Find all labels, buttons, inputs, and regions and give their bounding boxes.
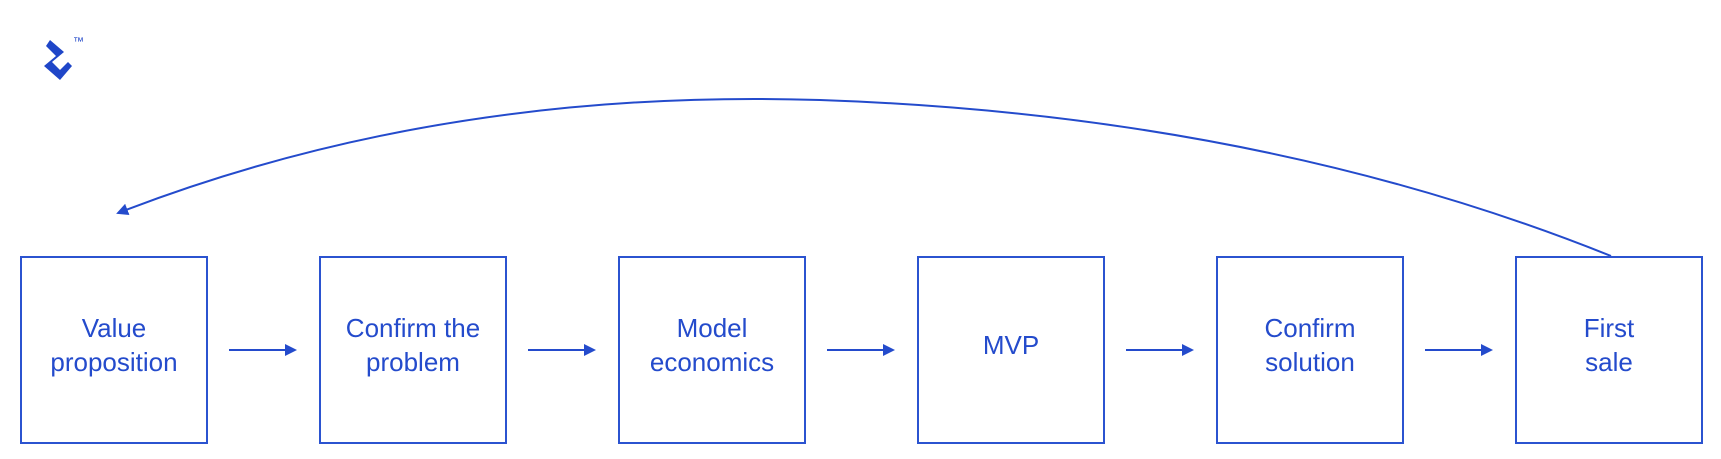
step-box-confirm-the-problem: Confirm the problem [319, 256, 507, 444]
step-box-confirm-solution: Confirm solution [1216, 256, 1404, 444]
step-box-mvp: MVP [917, 256, 1105, 444]
step-box-first-sale: First sale [1515, 256, 1703, 444]
step-label: Model economics [649, 313, 775, 377]
trademark-symbol: ™ [73, 36, 84, 48]
step-box-value-proposition: Value proposition [20, 256, 208, 444]
step-label: Confirm solution [1264, 313, 1356, 377]
step-label: First sale [1583, 313, 1635, 377]
step-box-model-economics: Model economics [618, 256, 806, 444]
feedback-loop-arrow [116, 97, 1612, 257]
toptal-logo-icon [44, 40, 72, 80]
step-label: Confirm the problem [345, 313, 481, 377]
step-label: Value proposition [50, 313, 178, 377]
step-label: MVP [982, 330, 1040, 360]
